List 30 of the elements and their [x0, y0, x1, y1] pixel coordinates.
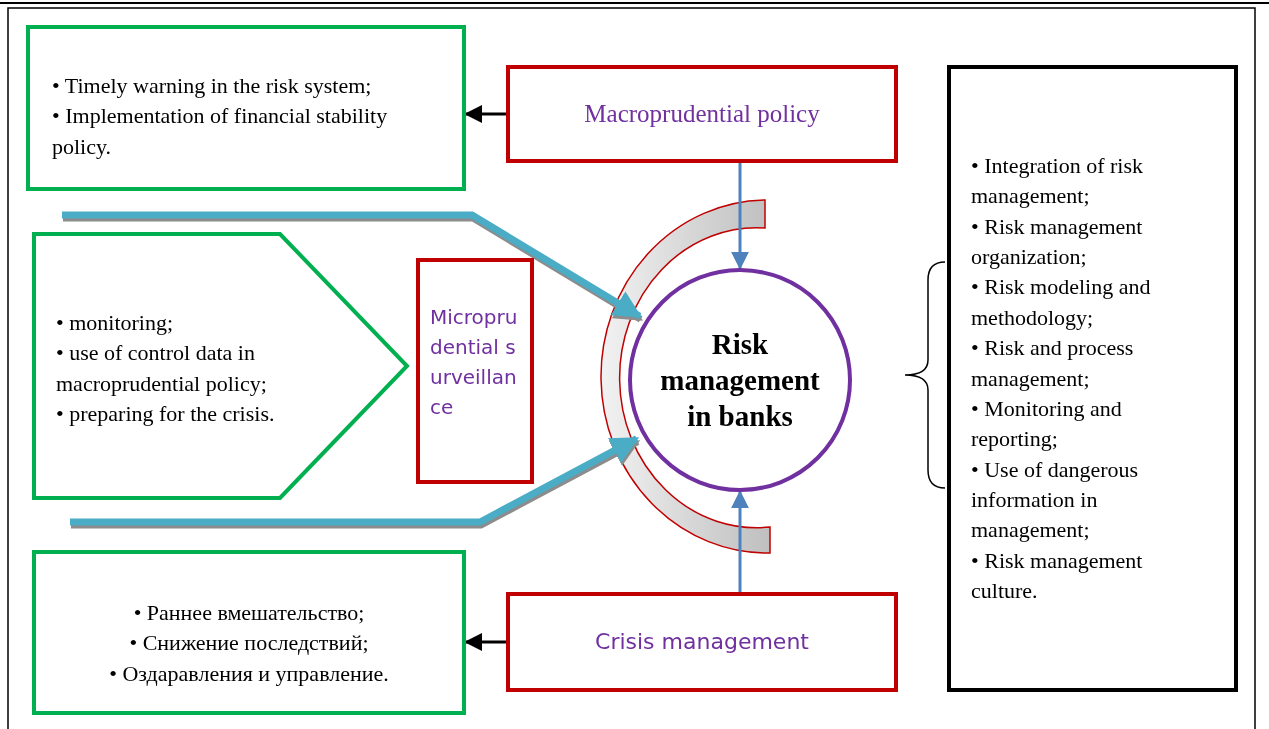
pentagon-shape: [32, 232, 410, 500]
box-title: Macroprudential policy: [584, 98, 820, 129]
bullet-text: • Оздаравления и управление.: [108, 659, 390, 688]
bullet-text: • Use of dangerous information in management;: [971, 455, 1140, 545]
arrow: [731, 163, 749, 270]
text-box: [26, 25, 466, 191]
bullet-text: • use of control data in macroprudential policy;: [56, 339, 268, 398]
bullet-text: • Monitoring and reporting;: [971, 394, 1123, 454]
bullet-text: • monitoring;: [56, 309, 175, 337]
policy-box: [506, 65, 898, 163]
circle-title: Risk management in banks: [659, 326, 821, 435]
surveillance-box: [416, 258, 534, 484]
bullet-text: • Раннее вмешательство;: [132, 599, 366, 627]
text-box: [32, 550, 466, 715]
bullet-text: • Risk management culture.: [971, 546, 1144, 606]
box-title: Crisis management: [595, 627, 809, 656]
bullet-text: • Risk modeling and methodology;: [971, 273, 1152, 332]
bullet-text: • Risk and process management;: [971, 334, 1135, 393]
bullet-text: • Implementation of financial stability policy.: [52, 102, 389, 161]
box-title: Microprudential surveillance: [430, 304, 519, 421]
arrow: [464, 105, 506, 123]
arrow: [464, 633, 506, 651]
bullet-text: • Integration of risk management;: [971, 152, 1145, 211]
arrow: [731, 490, 749, 592]
bullet-text: • Timely warning in the risk system;: [52, 72, 373, 100]
crisis-box: [506, 592, 898, 692]
bullet-text: • Risk management organization;: [971, 212, 1144, 272]
bullet-text: • Снижение последствий;: [128, 629, 370, 658]
list-box: [947, 65, 1238, 692]
bullet-text: • preparing for the crisis.: [56, 400, 276, 429]
